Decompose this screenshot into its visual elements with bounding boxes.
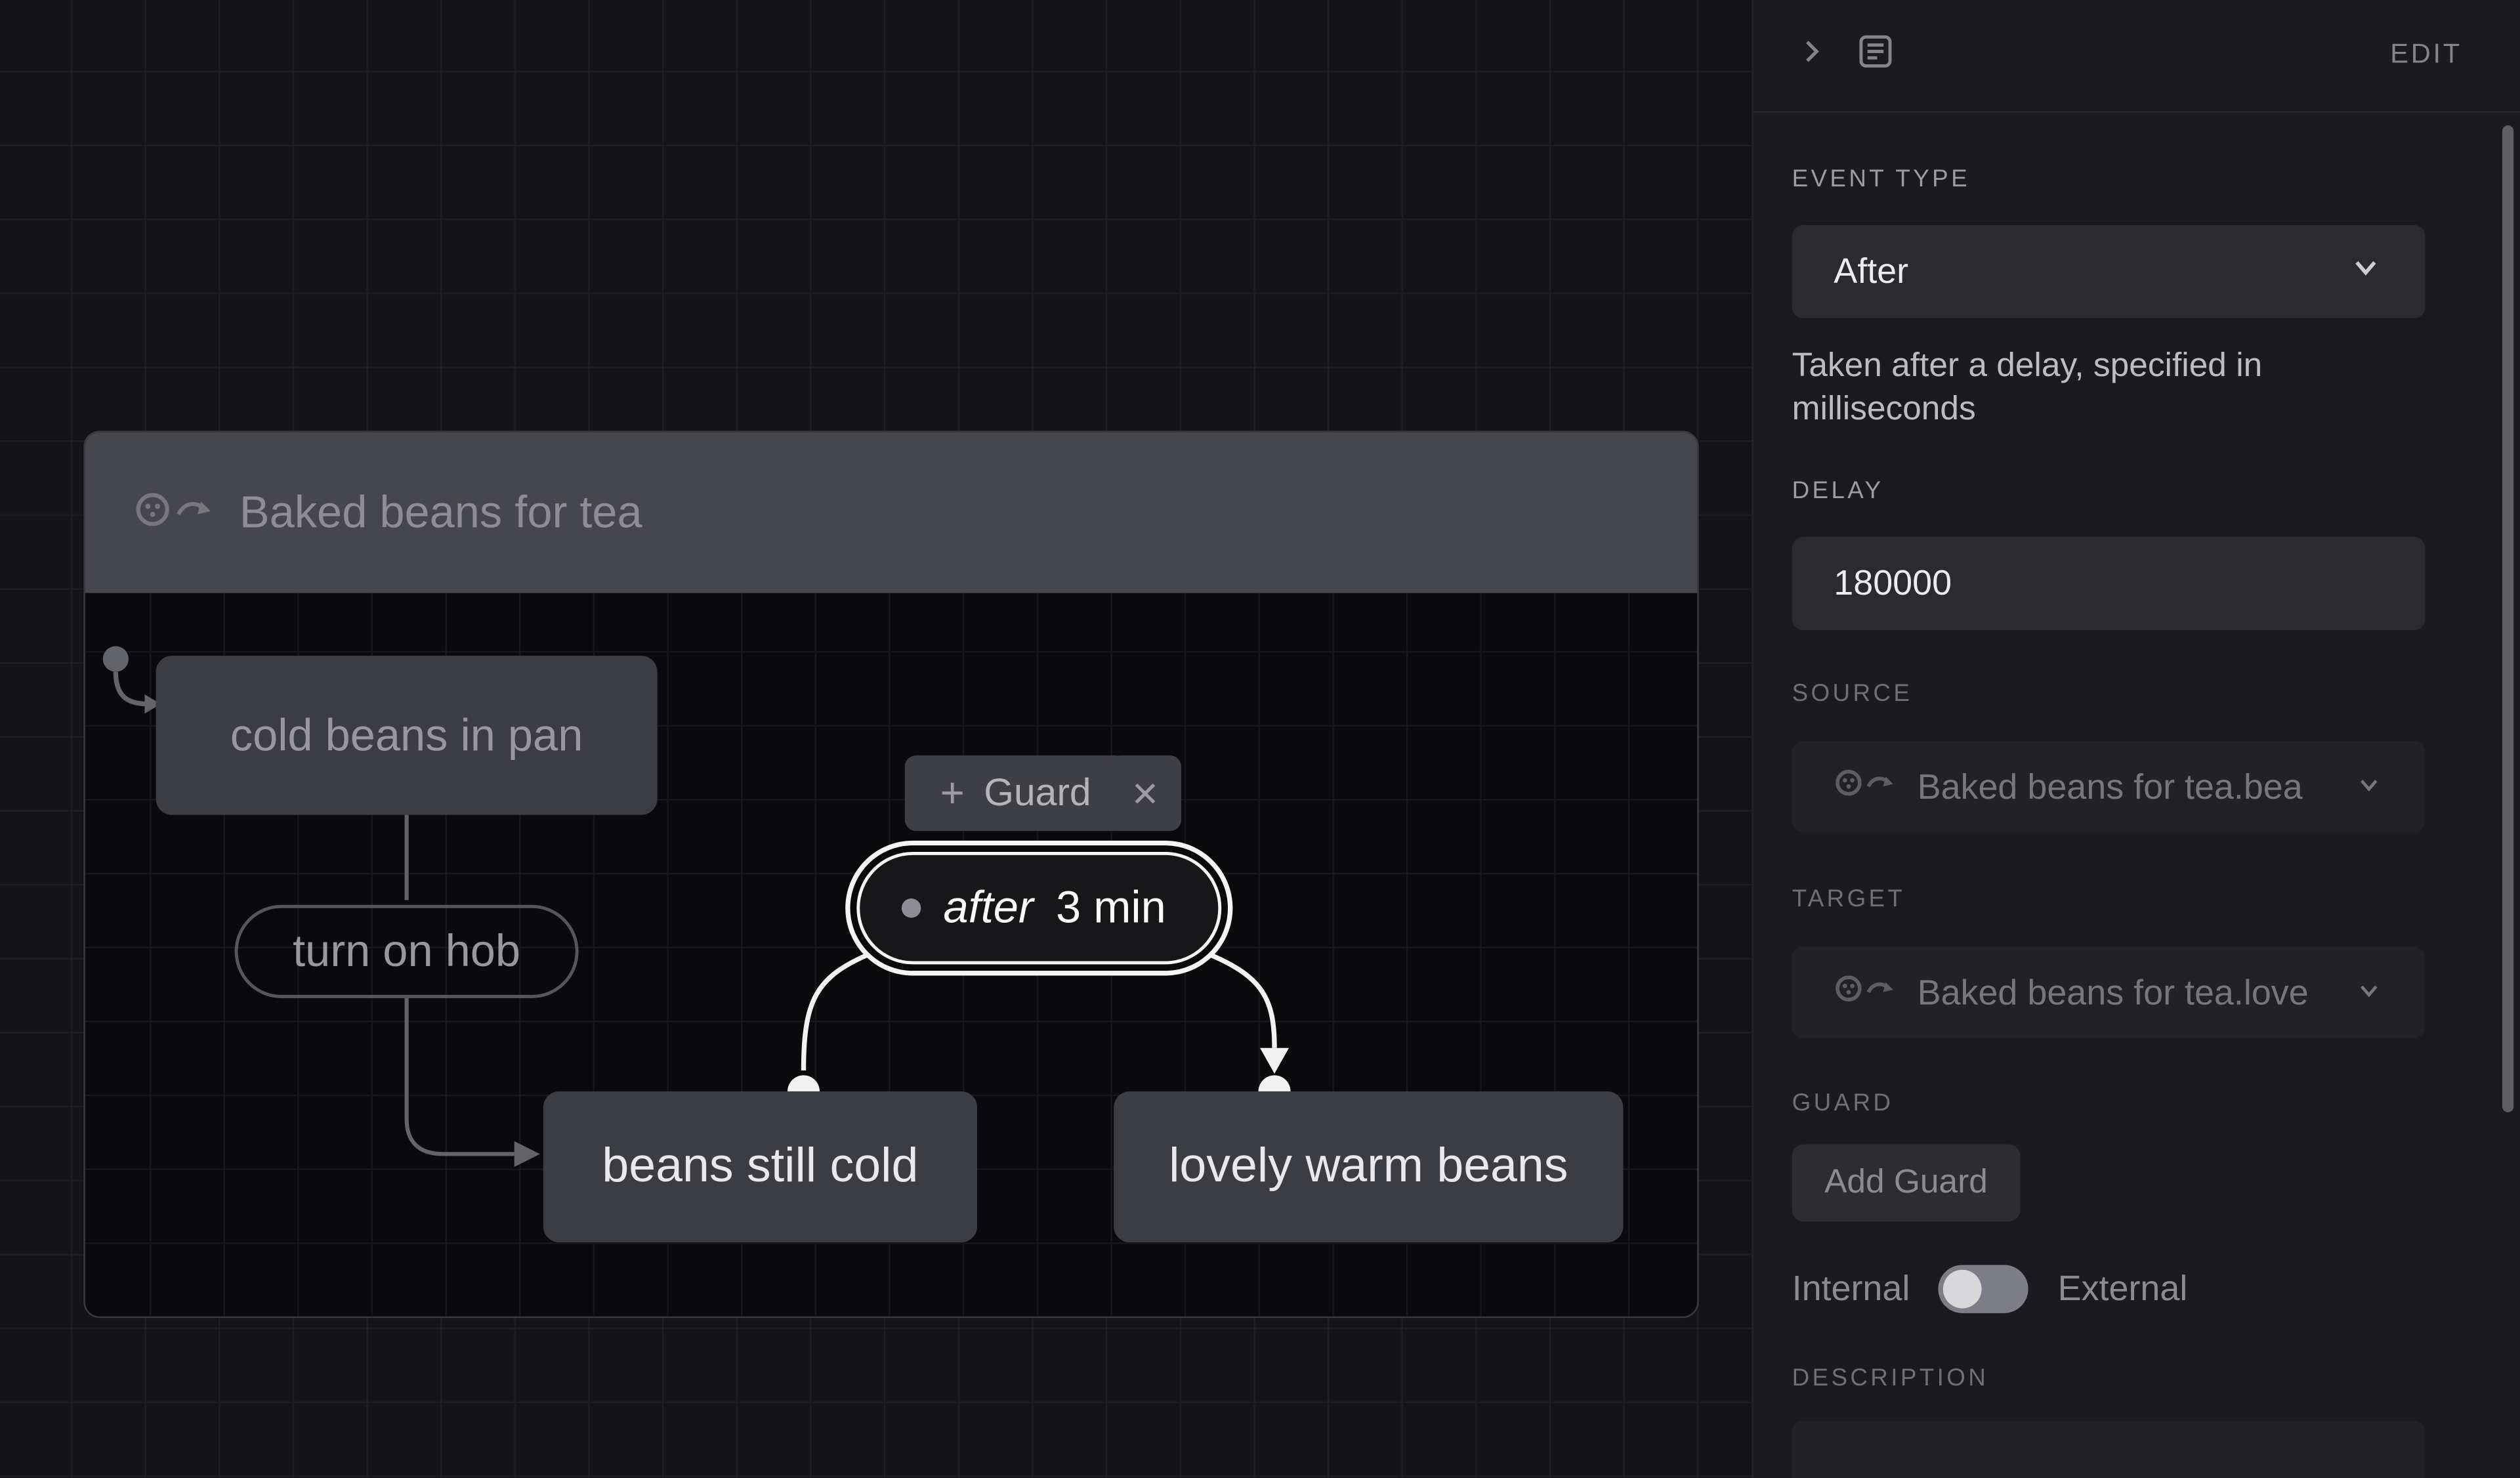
source-value: Baked beans for tea.bea [1917,765,2303,807]
details-list-icon[interactable] [1857,32,1895,79]
state-lovely-warm-beans[interactable]: lovely warm beans [1114,1091,1624,1243]
state-cold-beans-in-pan[interactable]: cold beans in pan [156,656,658,815]
event-label: turn on hob [293,925,521,976]
event-type-label: EVENT TYPE [1792,165,1970,193]
chevron-down-icon [2348,249,2384,295]
state-label: lovely warm beans [1169,1139,1568,1193]
machine-icon-small [1834,764,1898,809]
toggle-knob [1943,1269,1983,1309]
description-textarea[interactable] [1792,1420,2426,1478]
transition-mode-row: Internal External [1792,1265,2188,1313]
state-label: beans still cold [602,1139,919,1193]
chevron-down-icon [2355,971,2384,1013]
transition-after-3min[interactable]: after 3 min [856,851,1222,965]
event-type-value: After [1834,251,1909,291]
delay-label: DELAY [1792,477,1884,505]
target-select[interactable]: Baked beans for tea.love [1792,946,2426,1039]
editor-canvas[interactable]: Baked beans for tea cold beans in pan [0,0,1752,1478]
collapse-panel-icon[interactable] [1796,35,1828,75]
internal-label: Internal [1792,1268,1910,1309]
event-type-help: Taken after a delay, specified in millis… [1792,347,2263,428]
plus-icon: + [940,768,965,817]
event-type-select[interactable]: After [1792,224,2426,318]
machine-icon [133,486,217,539]
source-label: SOURCE [1792,679,1913,707]
event-turn-on-hob[interactable]: turn on hob [234,904,579,998]
source-select[interactable]: Baked beans for tea.bea [1792,740,2426,833]
edit-mode-label: EDIT [2390,38,2462,70]
description-label: DESCRIPTION [1792,1364,1989,1392]
machine-title: Baked beans for tea [239,487,642,537]
state-beans-still-cold[interactable]: beans still cold [543,1091,977,1243]
guard-button-label: Guard [984,771,1091,814]
panel-scrollbar[interactable] [2502,125,2514,1112]
target-value: Baked beans for tea.love [1917,971,2309,1012]
transition-handle-dot [901,898,921,918]
edit-panel: EDIT EVENT TYPE After Taken after a dela… [1752,0,2520,1478]
transition-time: 3 min [1056,882,1166,933]
close-icon[interactable]: × [1108,755,1182,832]
machine-icon-small [1834,970,1898,1015]
add-guard-button[interactable]: Add Guard [1792,1144,2021,1222]
internal-external-toggle[interactable] [1939,1265,2029,1313]
state-label: cold beans in pan [230,709,583,760]
guard-label: GUARD [1792,1089,1894,1118]
external-label: External [2057,1268,2188,1309]
chevron-down-icon [2355,766,2384,808]
machine-header[interactable]: Baked beans for tea [85,432,1698,593]
add-guard-inline-button[interactable]: + Guard [904,755,1127,832]
target-label: TARGET [1792,885,1906,914]
transition-keyword: after [943,882,1034,933]
panel-header [1753,0,2520,113]
delay-input[interactable] [1792,536,2426,631]
